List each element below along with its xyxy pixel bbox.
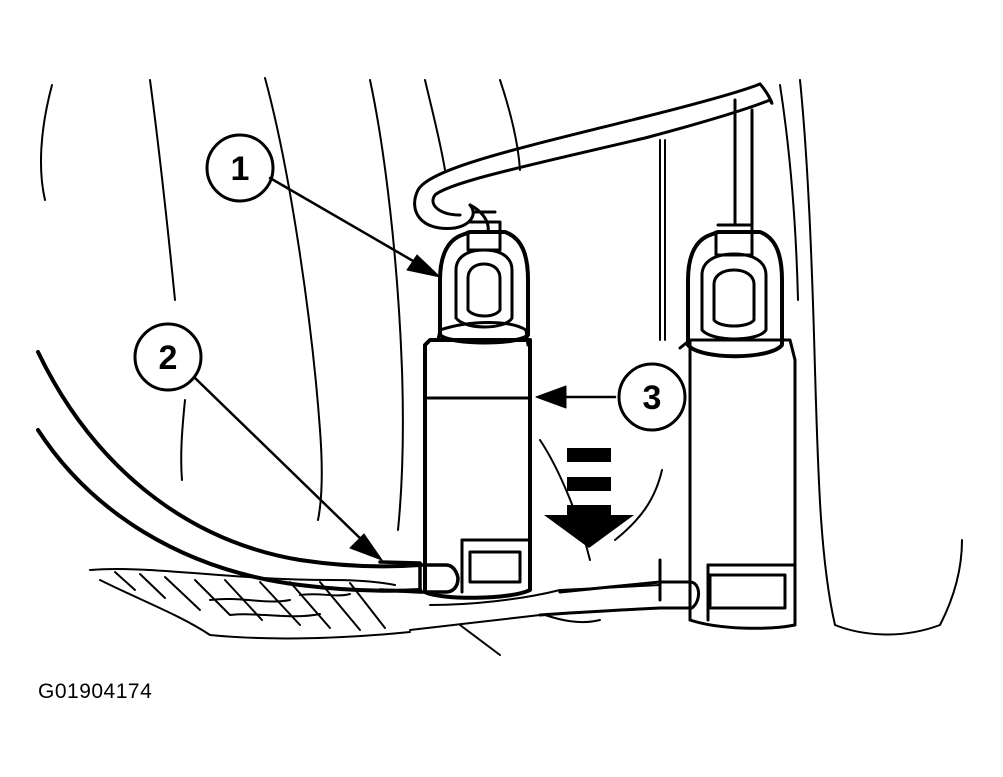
wiring-harness: [89, 567, 661, 656]
hose-left: [36, 350, 422, 593]
callout-circle-1: [205, 133, 275, 203]
washer-pump-left: [423, 321, 532, 600]
figure-id-label: G01904174: [38, 680, 153, 703]
callout-number-1: 1: [231, 150, 250, 188]
callout-number-2: 2: [159, 339, 178, 377]
fender-contours: [39, 77, 963, 636]
downward-arrow-icon: [544, 448, 634, 548]
leader-arrowhead-2: [349, 533, 383, 561]
leader-line-1: [268, 176, 422, 267]
hose-connector-left: [378, 560, 460, 594]
callout-number-3: 3: [643, 379, 662, 417]
leader-arrowhead-1: [406, 254, 441, 278]
pump-connector-right: [686, 223, 784, 359]
wire-loop-top: [413, 82, 774, 234]
pump-connector-left: [438, 210, 530, 345]
callout-circle-2: [133, 322, 203, 392]
washer-pump-right: [658, 338, 797, 630]
leader-line-2: [193, 376, 367, 545]
leader-arrowhead-3: [535, 385, 567, 409]
wire-right: [733, 98, 754, 227]
hose-connector-right: [538, 580, 700, 617]
callout-circle-3: [617, 362, 687, 432]
